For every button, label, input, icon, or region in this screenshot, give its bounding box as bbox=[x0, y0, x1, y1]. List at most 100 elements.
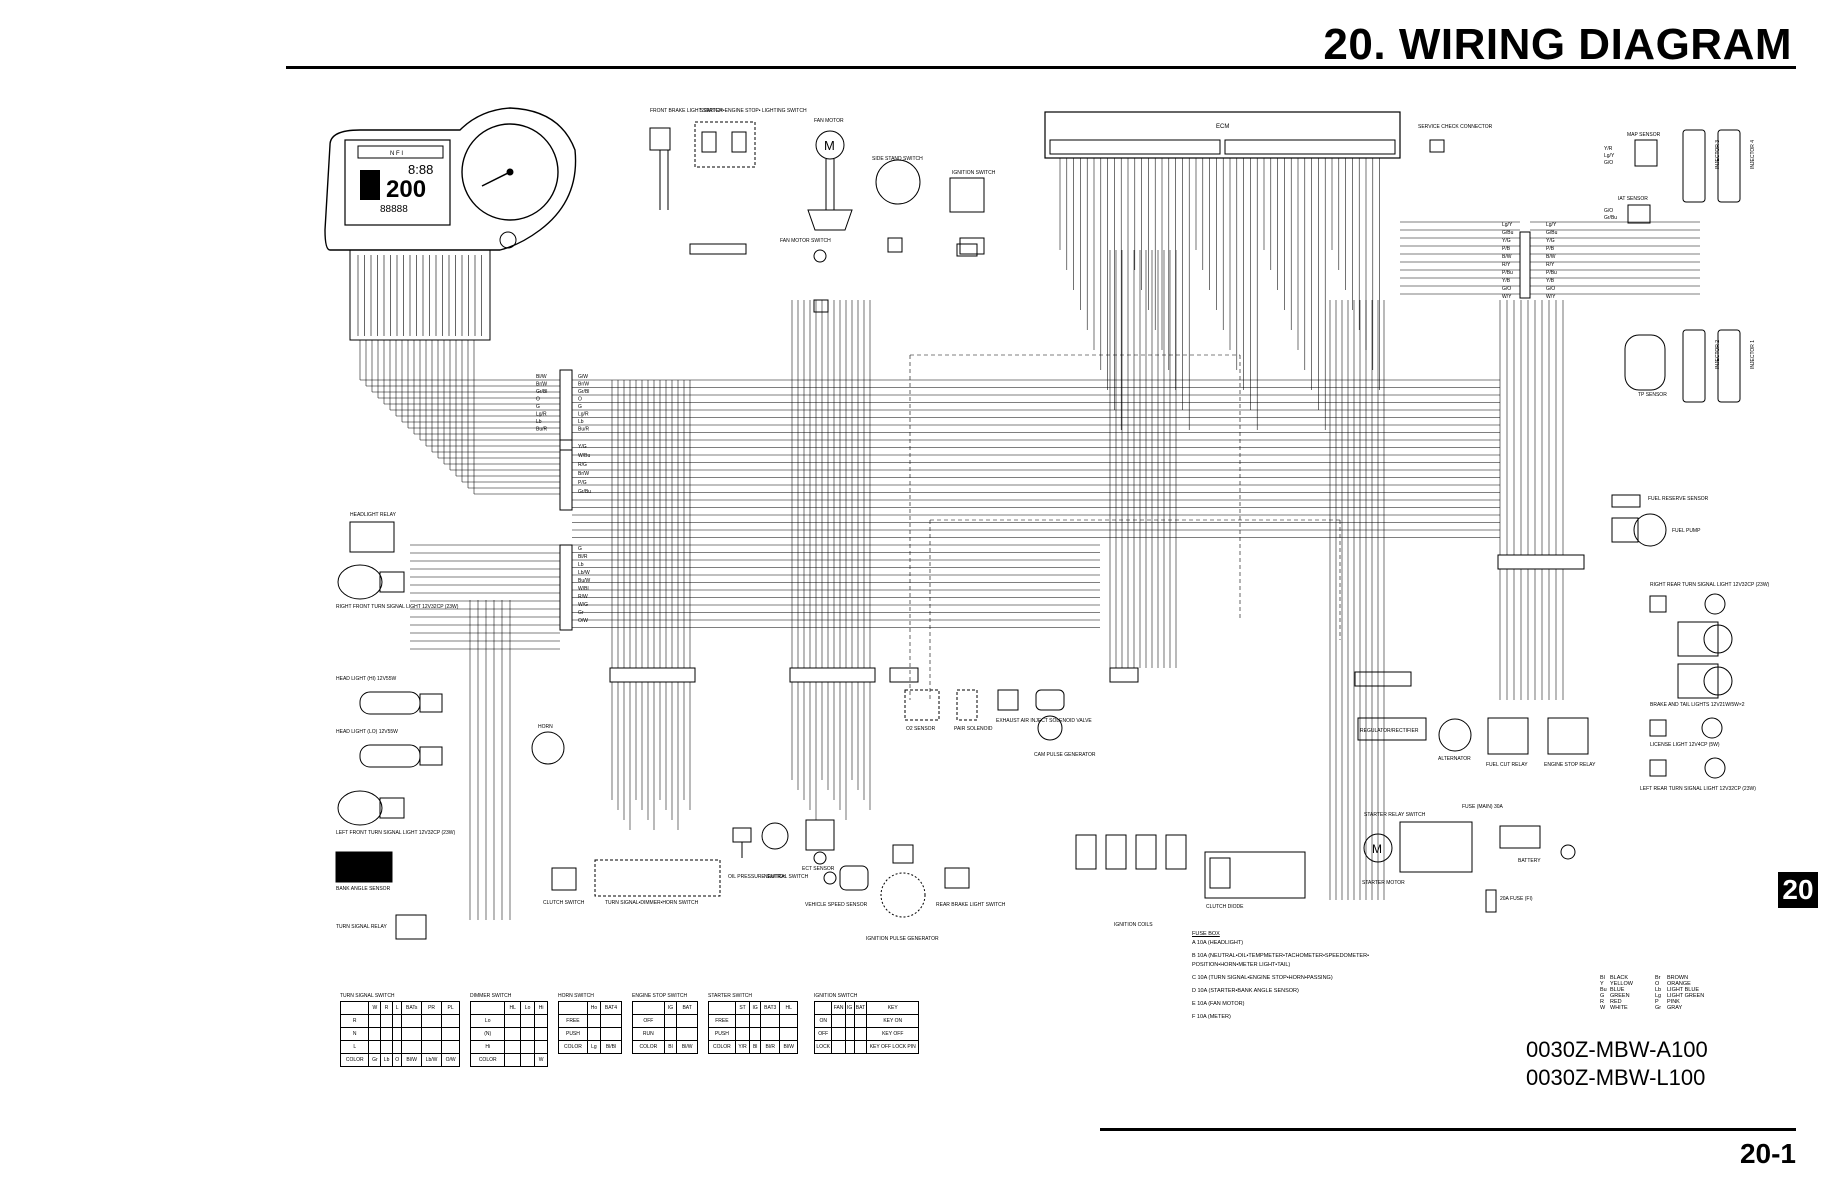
injector-2 bbox=[1682, 329, 1706, 403]
wire-label: Y/G bbox=[1546, 238, 1555, 244]
alternator-label: ALTERNATOR bbox=[1438, 756, 1471, 762]
fuse-item: F 10A (METER) bbox=[1192, 1014, 1231, 1020]
vehicle-speed-label: VEHICLE SPEED SENSOR bbox=[805, 902, 868, 908]
wire-label: P/B bbox=[1502, 246, 1511, 252]
switch-table-cell bbox=[441, 1040, 460, 1054]
switch-table-cell: IG bbox=[844, 1001, 855, 1015]
switch-table-cell bbox=[421, 1040, 443, 1054]
turn-dimmer-horn-label: TURN SIGNAL•DIMMER•HORN SWITCH bbox=[605, 900, 699, 906]
switch-table-cell: R bbox=[380, 1001, 393, 1015]
switch-table-cell bbox=[831, 1014, 846, 1028]
wire-label: R/Y bbox=[1546, 262, 1555, 268]
switch-table-cell: FREE bbox=[558, 1014, 588, 1028]
wire-label: G/O bbox=[1502, 286, 1511, 292]
page-number: 20-1 bbox=[1739, 1138, 1796, 1169]
wire-label: G bbox=[578, 404, 582, 410]
switch-table-cell: Bl/Bl bbox=[599, 1040, 623, 1054]
color-code-entry: Bu bbox=[1600, 987, 1607, 993]
wire-label: Gr/Bl bbox=[536, 389, 547, 395]
ignition-coils bbox=[1075, 834, 1187, 870]
switch-table-title: STARTER SWITCH bbox=[708, 993, 752, 999]
wire-label: Y/B bbox=[1546, 278, 1555, 284]
wire-label: Y/B bbox=[1502, 278, 1511, 284]
switch-table-cell bbox=[844, 1040, 855, 1054]
wire-label: P/G bbox=[578, 480, 587, 486]
color-code-entry: LIGHT BLUE bbox=[1667, 987, 1699, 993]
switch-table-cell bbox=[380, 1027, 393, 1041]
switch-table-cell: Y/R bbox=[734, 1040, 751, 1054]
switch-table-cell bbox=[779, 1027, 798, 1041]
injector-1 bbox=[1717, 329, 1741, 403]
battery-label: BATTERY bbox=[1518, 858, 1541, 864]
headlight-relay bbox=[349, 521, 395, 553]
switch-table-cell: LOCK bbox=[813, 1040, 833, 1054]
fuel-cut-relay-label: FUEL CUT RELAY bbox=[1486, 762, 1528, 768]
ignition-pulse-label: IGNITION PULSE GENERATOR bbox=[866, 936, 939, 942]
wire-label: Bu/R bbox=[578, 427, 590, 433]
horn bbox=[531, 731, 565, 765]
wire-label: W/Y bbox=[1502, 294, 1512, 300]
color-code-entry: ORANGE bbox=[1667, 981, 1691, 987]
switch-table-cell bbox=[853, 1040, 868, 1054]
switch-table-cell bbox=[380, 1014, 393, 1028]
header-rule bbox=[286, 66, 1796, 69]
switch-table-cell: PUSH bbox=[708, 1027, 736, 1041]
switch-table-cell bbox=[504, 1014, 521, 1028]
fuse-item: E 10A (FAN MOTOR) bbox=[1192, 1001, 1245, 1007]
switch-table-cell bbox=[663, 1014, 678, 1028]
right-rear-turn-label: RIGHT REAR TURN SIGNAL LIGHT 12V32CP (23… bbox=[1650, 582, 1770, 588]
fuel-reserve-label: FUEL RESERVE SENSOR bbox=[1648, 496, 1709, 502]
iat-sensor-label: IAT SENSOR bbox=[1618, 196, 1648, 202]
side-stand-label: SIDE STAND SWITCH bbox=[872, 156, 923, 162]
switch-table-cell: BAT bbox=[676, 1001, 698, 1015]
switch-table-cell: IG bbox=[663, 1001, 678, 1015]
document-ids: 0030Z-MBW-A100 0030Z-MBW-L100 bbox=[1526, 1036, 1708, 1092]
switch-table-cell: O/W bbox=[441, 1053, 460, 1067]
wire-label: Y/R bbox=[1604, 146, 1613, 152]
switch-table-cell: FAN bbox=[831, 1001, 846, 1015]
switch-table-cell: Lo bbox=[519, 1001, 536, 1015]
wire-label: R/Y bbox=[1502, 262, 1511, 268]
switch-table-cell bbox=[599, 1027, 623, 1041]
right-front-turn-signal bbox=[337, 564, 405, 600]
switch-table-cell: BAT3 bbox=[759, 1001, 781, 1015]
color-code-entry: GRAY bbox=[1667, 1005, 1683, 1011]
switch-table-cell bbox=[401, 1040, 423, 1054]
service-check-connector bbox=[1429, 139, 1445, 153]
switch-table-cell bbox=[586, 1014, 601, 1028]
headlight-relay-label: HEADLIGHT RELAY bbox=[350, 512, 397, 518]
left-front-turn-label: LEFT FRONT TURN SIGNAL LIGHT 12V32CP (23… bbox=[336, 830, 455, 836]
switch-table-cell bbox=[534, 1040, 548, 1054]
battery bbox=[1499, 825, 1541, 849]
color-code-entry: Br bbox=[1655, 975, 1661, 981]
switch-table-cell: Bl/R bbox=[759, 1040, 781, 1054]
wire-label: Gr bbox=[578, 610, 584, 616]
color-code-entry: Y bbox=[1600, 981, 1604, 987]
fuel-reserve-sensor bbox=[1611, 494, 1641, 508]
wire-label: P/Bu bbox=[1502, 270, 1513, 276]
color-code-entry: RED bbox=[1610, 999, 1622, 1005]
switch-table-cell: COLOR bbox=[708, 1040, 736, 1054]
switch-table-cell bbox=[759, 1014, 781, 1028]
switch-table-cell bbox=[853, 1014, 868, 1028]
fuel-pump bbox=[1611, 513, 1667, 547]
wire-label: Lb bbox=[578, 562, 584, 568]
clutch-switch bbox=[551, 867, 577, 891]
license-light-label: LICENSE LIGHT 12V4CP (5W) bbox=[1650, 742, 1720, 748]
o2-sensor bbox=[904, 689, 940, 721]
switch-table-cell bbox=[558, 1001, 588, 1015]
fuel-cut-relay bbox=[1487, 717, 1529, 755]
head-light-hi-label: HEAD LIGHT (HI) 12V55W bbox=[336, 676, 396, 682]
fuse-item: C 10A (TURN SIGNAL•ENGINE STOP•HORN•PASS… bbox=[1192, 975, 1333, 981]
wire-label: W/G bbox=[578, 602, 588, 608]
starter-relay-label: STARTER RELAY SWITCH bbox=[1364, 812, 1426, 818]
switch-table-cell bbox=[813, 1001, 833, 1015]
wire-label: G/Bu bbox=[1502, 230, 1514, 236]
fan-switch-label: FAN MOTOR SWITCH bbox=[780, 238, 831, 244]
ignition-switch-label: IGNITION SWITCH bbox=[952, 170, 996, 176]
switch-table-cell: PR bbox=[421, 1001, 443, 1015]
switch-table-cell bbox=[831, 1040, 846, 1054]
fuse-fi bbox=[1485, 889, 1497, 913]
